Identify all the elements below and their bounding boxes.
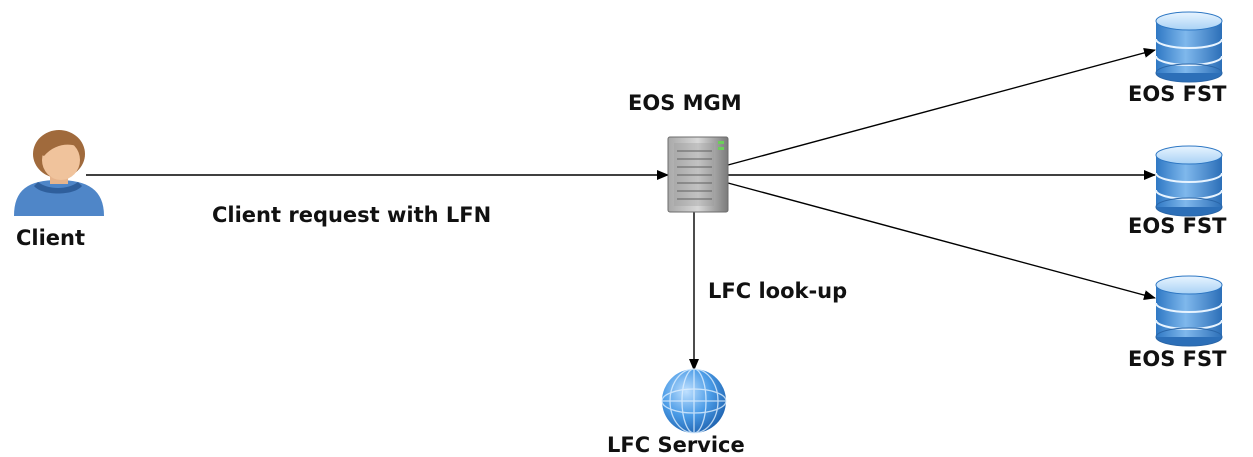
globe-icon [661,368,727,434]
database-icon [1155,275,1223,347]
server-icon [667,136,729,213]
database-icon [1155,11,1223,83]
lfc-lookup-label: LFC look-up [708,279,848,303]
client-label: Client [16,226,86,250]
lfc-service-label: LFC Service [607,433,745,457]
database-icon [1155,145,1223,217]
client-request-label: Client request with LFN [212,203,492,227]
fst-label-1: EOS FST [1128,82,1227,106]
edge-mgm-to-fst-3 [727,182,1156,300]
edge-mgm-to-fst-1 [727,48,1156,166]
fst-label-3: EOS FST [1128,347,1227,371]
mgm-label: EOS MGM [628,91,742,115]
user-icon [14,130,104,216]
fst-label-2: EOS FST [1128,214,1227,238]
